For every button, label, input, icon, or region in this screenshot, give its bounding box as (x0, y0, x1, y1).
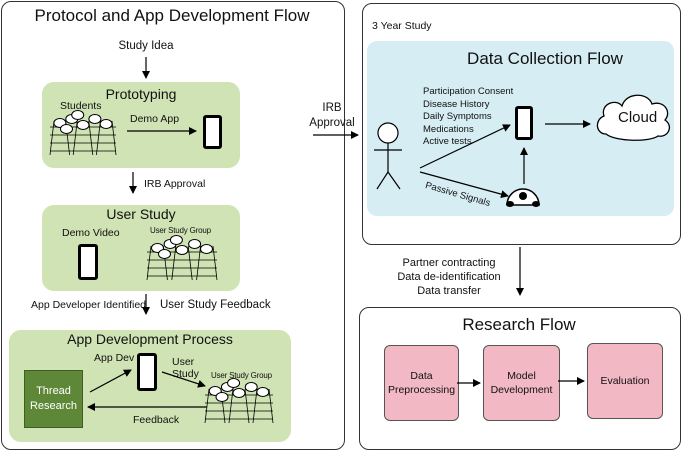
collection-item: Disease History (423, 98, 490, 110)
feedback-label: Feedback (133, 414, 180, 426)
collection-item: Daily Symptoms (423, 111, 492, 122)
research-step-line: Evaluation (600, 375, 650, 387)
protocol-panel-title: Protocol and App Development Flow (34, 6, 310, 25)
prototyping-title: Prototyping (105, 86, 177, 102)
crowd-icons (49, 110, 274, 424)
irb-approval-label: IRB Approval (144, 178, 206, 190)
research-flow-title: Research Flow (462, 315, 576, 334)
students-label: Students (60, 100, 102, 112)
demo-video-phone-icon (78, 244, 98, 280)
app-dev-label: App Dev (94, 352, 135, 364)
collection-item: Participation Consent (423, 86, 514, 97)
thread-research-line1: Thread (36, 385, 71, 397)
demo-app-phone-icon (203, 115, 222, 149)
cloud-icon (596, 94, 671, 141)
arrow-thread-to-app-dev (89, 369, 132, 393)
arrow-app-dev-to-users (161, 371, 206, 388)
user-study-crowd-icon (146, 235, 218, 281)
user-study-group-label: User Study Group (150, 226, 211, 235)
user-study-arrow-label: User Study (172, 356, 199, 380)
user-study-title: User Study (106, 206, 176, 222)
irb-middle-line2: Approval (309, 117, 355, 129)
user-study-arrow-line1: User (172, 356, 195, 368)
research-step-evaluation: Evaluation (587, 343, 663, 419)
data-collection-title: Data Collection Flow (467, 49, 623, 68)
collection-item: Medications (423, 123, 474, 135)
app-dev-group-label: User Study Group (211, 371, 272, 380)
app-dev-crowd-icon (204, 378, 274, 424)
irb-approval-middle-label: IRB Approval (302, 101, 362, 131)
research-step-preprocessing: Data Preprocessing (384, 345, 459, 421)
thread-research-line2: Research (29, 400, 78, 412)
app-dev-phone-icon (137, 353, 157, 391)
app-developer-identified-label: App Developer Identified (31, 299, 146, 311)
research-step-line: Data (410, 370, 433, 382)
research-step-line: Model (507, 370, 536, 382)
collection-phone-icon (515, 106, 533, 140)
research-step-line: Development (490, 384, 553, 396)
transfer-step: Partner contracting (402, 257, 496, 269)
transfer-step: Data de-identification (397, 271, 501, 283)
demo-video-label: Demo Video (62, 227, 120, 239)
three-year-study-label: 3 Year Study (372, 20, 432, 32)
research-step-model: Model Development (483, 345, 560, 421)
demo-app-label: Demo App (130, 113, 180, 125)
sensor-device-icon (506, 188, 540, 207)
app-dev-process-title: App Development Process (67, 331, 233, 347)
irb-middle-line1: IRB (322, 102, 342, 114)
collection-item: Active tests (423, 136, 472, 147)
participant-figure-icon (374, 122, 402, 190)
students-crowd-icon (49, 110, 117, 156)
transfer-steps: Partner contracting Data de-identificati… (384, 256, 514, 298)
thread-research-box: Thread Research (24, 370, 83, 428)
arrow-person-to-phone (419, 124, 511, 169)
study-idea-label: Study Idea (118, 40, 174, 52)
user-study-feedback-label: User Study Feedback (160, 299, 271, 311)
arrow-person-to-sensor (419, 171, 509, 199)
data-collection-items: Participation Consent Disease History Da… (423, 86, 513, 149)
cloud-label: Cloud (618, 109, 658, 126)
transfer-step: Data transfer (417, 285, 481, 297)
research-step-line: Preprocessing (387, 384, 456, 396)
